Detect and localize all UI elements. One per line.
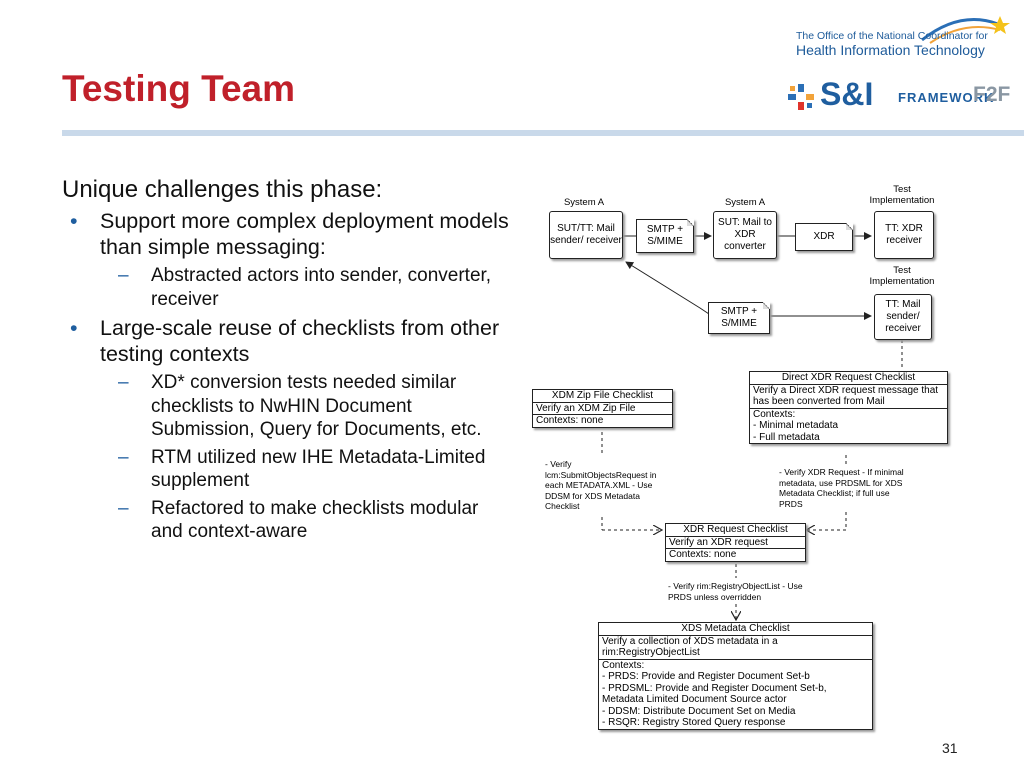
slide-title: Testing Team [62,68,296,109]
xdm-zip-checklist-header: XDM Zip File Checklist [533,390,672,403]
direct-xdr-context-full: - Full metadata [753,431,820,443]
xds-context-prds: - PRDS: Provide and Register Document Se… [602,671,810,682]
framework-logo-text: FRAMEWORK [898,90,995,105]
page-number: 31 [942,740,958,756]
xds-contexts-label: Contexts: [602,659,645,671]
label-test-implementation-1: Test Implementation [869,184,935,206]
sub-marker: – [118,497,129,519]
onc-logo-line2: Health Information Technology [796,42,985,59]
body-heading: Unique challenges this phase: [62,176,383,203]
onc-swoosh-icon [921,16,1010,44]
actor-sut-tt-mail: SUT/TT: Mail sender/ receiver [549,211,623,259]
onc-logo-line1: The Office of the National Coordinator f… [796,30,988,42]
note-smtp-smime-1: SMTP + S/MIME [636,219,694,253]
bullet-2-sub-1-text: XD* conversion tests needed similar chec… [151,372,482,440]
onc-logo: The Office of the National Coordinator f… [796,30,988,58]
bullet-1: • Support more complex deployment models… [62,208,512,260]
bullet-2-sub-3-text: Refactored to make checklists modular an… [151,497,479,543]
xdr-request-checklist-header: XDR Request Checklist [666,524,805,537]
title-divider [62,130,1024,136]
xds-metadata-checklist-header: XDS Metadata Checklist [599,623,872,636]
xds-metadata-checklist-contexts: Contexts: - PRDS: Provide and Register D… [599,660,872,729]
actor-sut-mail-to-xdr: SUT: Mail to XDR converter [713,211,777,259]
xds-context-ddsm: - DDSM: Distribute Document Set on Media [602,705,796,717]
xdm-zip-checklist: XDM Zip File Checklist Verify an XDM Zip… [532,389,673,428]
xdm-zip-checklist-contexts: Contexts: none [536,415,604,426]
xds-metadata-checklist: XDS Metadata Checklist Verify a collecti… [598,622,873,730]
label-system-a-1: System A [563,197,605,208]
label-system-a-2: System A [724,197,766,208]
si-burst-icon [788,84,814,110]
si-logo-text: S&I [820,76,874,112]
direct-xdr-checklist-header: Direct XDR Request Checklist [750,372,947,385]
actor-tt-mail-receiver: TT: Mail sender/ receiver [874,294,932,340]
bullet-2-sub-2: – RTM utilized new IHE Metadata-Limited … [62,446,512,493]
sub-marker: – [118,446,129,468]
xdm-zip-checklist-purpose: Verify an XDM Zip File [533,403,672,415]
label-test-implementation-2: Test Implementation [869,265,935,287]
note-smtp-smime-2: SMTP + S/MIME [708,302,770,334]
bullet-1-text: Support more complex deployment models t… [100,209,509,259]
actor-tt-xdr-receiver: TT: XDR receiver [874,211,934,259]
sub-marker: – [118,372,129,393]
direct-xdr-checklist-purpose: Verify a Direct XDR request message that… [750,385,947,409]
direct-xdr-checklist: Direct XDR Request Checklist Verify a Di… [749,371,948,444]
bullet-1-sub-1: – Abstracted actors into sender, convert… [62,264,512,311]
direct-xdr-contexts-label: Contexts: [753,408,796,420]
bullet-2-sub-1: – XD* conversion tests needed similar ch… [62,371,512,442]
bullet-1-sub-1-text: Abstracted actors into sender, converter… [151,265,492,310]
annotation-xdr-to-xds: - Verify rim:RegistryObjectList - Use PR… [668,581,808,602]
xdr-request-checklist-contexts: Contexts: none [669,549,737,560]
note-xdr: XDR [795,223,853,251]
bullet-marker: • [70,209,78,233]
body-text: Unique challenges this phase: • Support … [62,176,512,544]
sub-marker: – [118,265,129,286]
annotation-xdm-to-xdr: - Verify lcm:SubmitObjectsRequest in eac… [545,459,667,512]
xds-context-prdsml: - PRDSML: Provide and Register Document … [602,682,827,706]
xds-context-rsqr: - RSQR: Registry Stored Query response [602,717,786,728]
bullet-2-sub-2-text: RTM utilized new IHE Metadata-Limited su… [151,446,486,492]
xdr-request-checklist: XDR Request Checklist Verify an XDR requ… [665,523,806,562]
xds-metadata-checklist-purpose: Verify a collection of XDS metadata in a… [599,636,872,660]
xdr-request-checklist-purpose: Verify an XDR request [666,537,805,549]
direct-xdr-context-minimal: - Minimal metadata [753,420,839,431]
direct-xdr-checklist-contexts: Contexts: - Minimal metadata - Full meta… [750,409,947,444]
bullet-2: • Large-scale reuse of checklists from o… [62,315,512,367]
f2f-logo-text: F2F [973,83,1011,106]
bullet-2-text: Large-scale reuse of checklists from oth… [100,316,500,366]
bullet-2-sub-3: – Refactored to make checklists modular … [62,497,512,544]
bullet-marker: • [70,316,78,340]
annotation-direct-to-xdr: - Verify XDR Request - If minimal metada… [779,467,907,509]
